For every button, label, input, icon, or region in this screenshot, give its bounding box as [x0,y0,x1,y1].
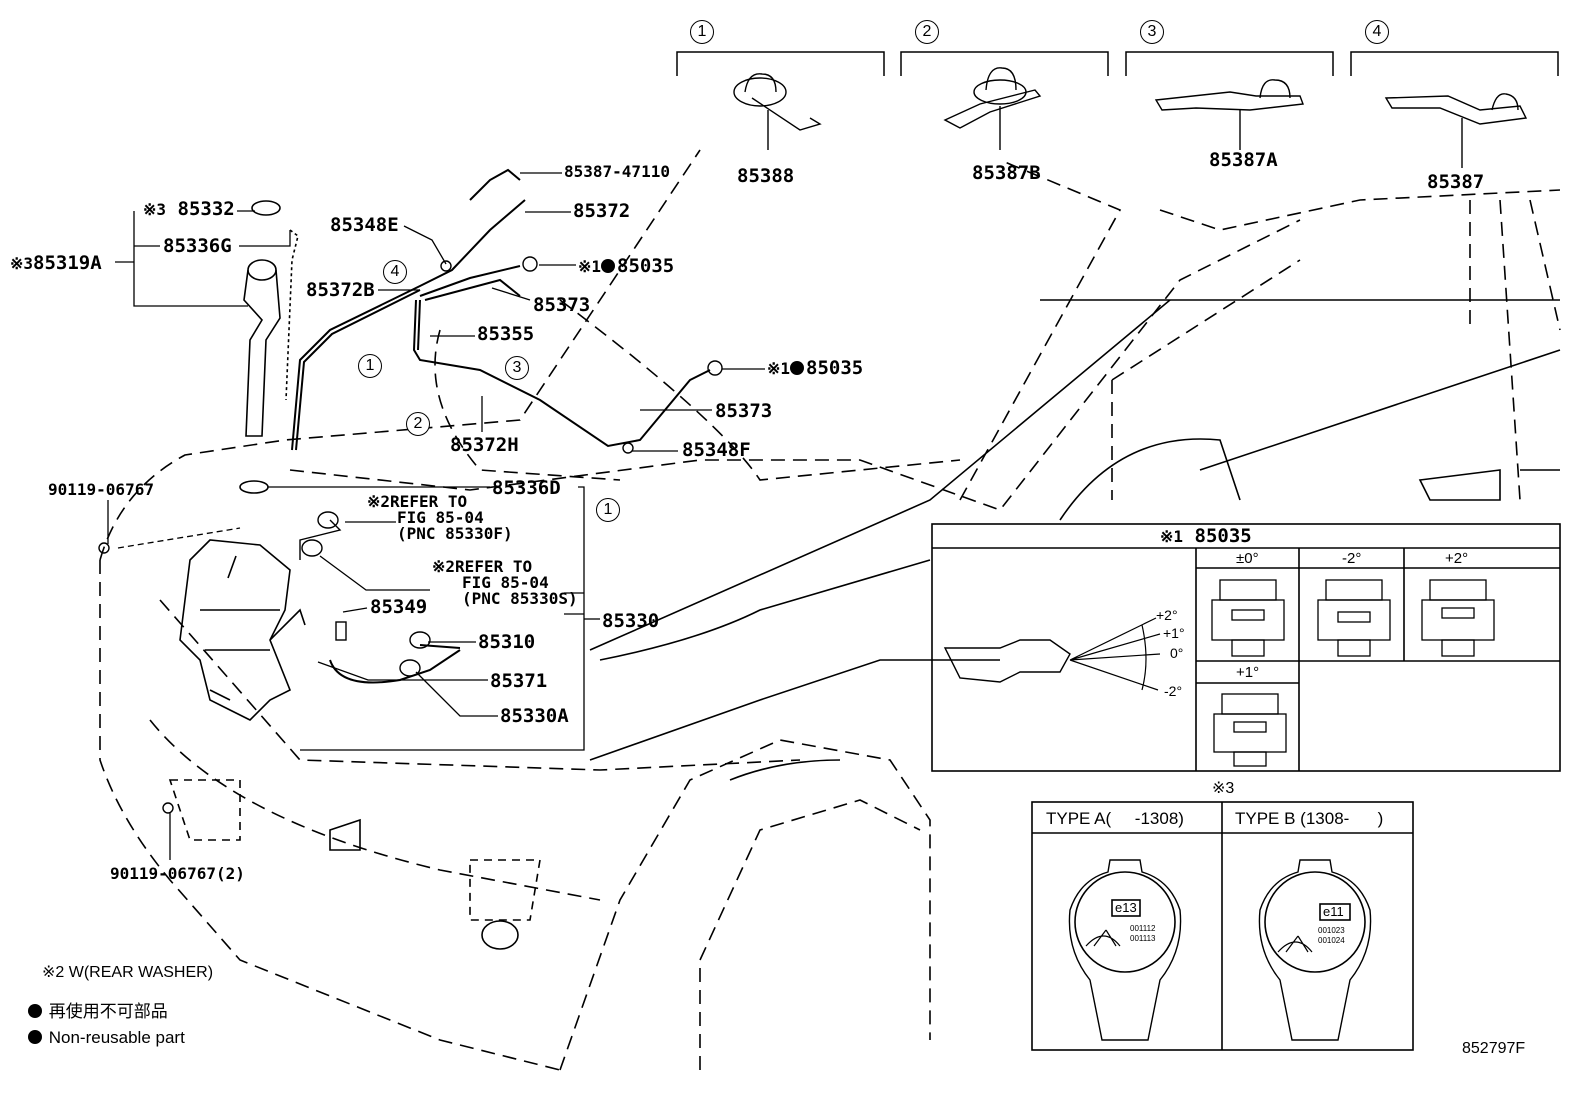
part-90119-06767[interactable]: 90119-06767 [48,480,154,499]
part-85355[interactable]: 85355 [477,323,535,345]
legend-non-reusable-en: Non-reusable part [28,1029,185,1046]
callout-4-hose: 4 [383,260,407,284]
diagram-id: 852797F [1462,1040,1526,1057]
leader-lines [107,172,765,860]
callout-4-header: 4 [1365,20,1389,44]
cap-a-code: e13 [1115,900,1137,915]
bullet-icon [28,1030,42,1044]
spray-angle-minus2: -2° [1164,683,1183,699]
washer-tank-drawing [179,200,306,721]
cap-a-num2: 001113 [1130,934,1156,943]
part-85372B[interactable]: 85372B [306,279,375,301]
nozzle-angle-0: ±0° [1236,550,1259,567]
legend-note2: ※2 W(REAR WASHER) [42,964,214,981]
part-85330[interactable]: 85330 [602,610,660,632]
non-reusable-dot-icon [601,259,616,273]
cap-b-num1: 001023 [1318,926,1345,935]
cap-type-box [1031,801,1414,1051]
cap-b-num2: 001024 [1318,936,1345,945]
part-85373-upper[interactable]: 85373 [533,294,591,316]
part-85336D[interactable]: 85336D [492,477,561,499]
part-85348E[interactable]: 85348E [330,214,399,236]
clip-85387A-drawing [1154,79,1304,150]
cap-a-num1: 001112 [1130,924,1156,933]
clip-85387-drawing [1384,93,1528,168]
part-85319A[interactable]: ※385319A [10,252,102,274]
mark-note1-upper: ※1 [578,257,602,276]
legend-non-reusable-jp: 再使用不可部品 [28,1003,168,1020]
part-90119-06767-2[interactable]: 90119-06767(2) [110,864,245,883]
nozzle-angle-plus1: +1° [1236,664,1260,681]
callout-1-header: 1 [690,20,714,44]
nozzle-angle-box [931,523,1561,772]
cap-type-a-label: TYPE A( -1308) [1046,809,1184,828]
callout-2-hose: 2 [406,412,430,436]
small-parts [98,256,723,814]
spray-angle-plus1: +1° [1163,625,1185,641]
part-85348F[interactable]: 85348F [682,439,751,461]
part-85336G[interactable]: 85336G [163,235,232,257]
callout-1-hose-lower: 1 [596,498,620,522]
bullet-icon [28,1004,42,1018]
callout-3-header: 3 [1140,20,1164,44]
nozzle-box-title: ※1 85035 [1160,525,1252,547]
part-85388[interactable]: 85388 [737,165,795,187]
nozzle-angle-minus2: -2° [1342,550,1362,567]
part-85332[interactable]: ※3 85332 [143,198,235,220]
mark-note3-85332: ※3 [143,200,167,219]
cap-type-b-label: TYPE B (1308- ) [1235,809,1384,828]
spray-angle-plus2: +2° [1156,607,1178,623]
part-85371[interactable]: 85371 [490,670,548,692]
part-85372H[interactable]: 85372H [450,434,519,456]
part-85387B[interactable]: 85387B [972,162,1041,184]
part-85372[interactable]: 85372 [573,200,631,222]
cap-b-code: e11 [1323,904,1344,919]
part-85387-47110[interactable]: 85387-47110 [564,162,670,181]
part-85387A[interactable]: 85387A [1209,149,1278,171]
detail-brackets [676,51,1559,76]
part-85373-lower[interactable]: 85373 [715,400,773,422]
mark-note3-85319A: ※3 [10,254,34,273]
spray-angle-0: 0° [1170,645,1184,661]
cap-box-mark: ※3 [1212,780,1235,797]
callout-1-hose: 1 [358,354,382,378]
clip-85387B-drawing [943,67,1042,150]
part-85387[interactable]: 85387 [1427,171,1485,193]
car-body-outline [99,149,1561,1071]
part-85349[interactable]: 85349 [370,596,428,618]
part-85310[interactable]: 85310 [478,631,536,653]
callout-2-header: 2 [915,20,939,44]
non-reusable-dot-icon [790,361,805,375]
part-85330A[interactable]: 85330A [500,705,569,727]
mark-note1-lower: ※1 [767,359,791,378]
clip-85388-drawing [733,73,822,150]
nozzle-angle-plus2: +2° [1445,550,1469,567]
callout-3-hose: 3 [505,356,529,380]
